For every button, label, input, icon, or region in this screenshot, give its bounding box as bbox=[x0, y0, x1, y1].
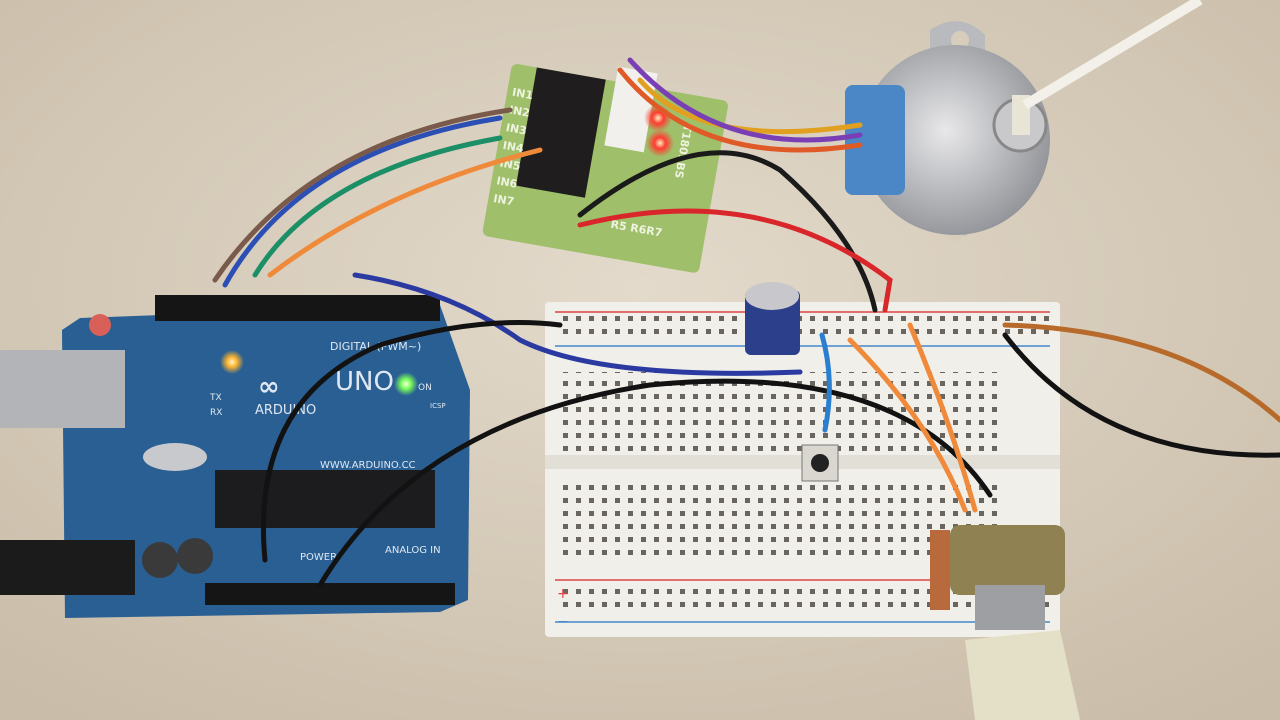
power-jack bbox=[0, 540, 135, 595]
model-label: UNO bbox=[335, 367, 394, 397]
driver-chip bbox=[516, 67, 606, 198]
arduino-uno-board: DIGITAL (PWM~) ∞ ARDUINO UNO ON TX RX IC… bbox=[0, 295, 470, 618]
usb-port bbox=[0, 350, 125, 428]
stepper-motor bbox=[845, 0, 1203, 241]
icsp-label: ICSP bbox=[430, 402, 446, 410]
rail-plus-label: + bbox=[557, 586, 569, 602]
capacitor bbox=[745, 282, 800, 355]
digital-header bbox=[155, 295, 440, 321]
label-in6: IN6 bbox=[495, 174, 518, 191]
led-green-power bbox=[394, 372, 418, 396]
arduino-logo: ∞ bbox=[258, 372, 280, 402]
website-label: WWW.ARDUINO.CC bbox=[320, 460, 416, 471]
led-yellow bbox=[220, 350, 244, 374]
analog-label: ANALOG IN bbox=[385, 545, 441, 556]
on-label: ON bbox=[418, 383, 432, 393]
label-in4: IN4 bbox=[502, 139, 525, 156]
potentiometer[interactable] bbox=[930, 525, 1080, 720]
power-analog-header bbox=[205, 583, 455, 605]
label-in1: IN1 bbox=[511, 86, 534, 102]
rx-label: RX bbox=[210, 408, 222, 418]
power-label: POWER bbox=[300, 552, 337, 563]
label-in7: IN7 bbox=[492, 192, 515, 208]
reset-button[interactable] bbox=[89, 314, 111, 336]
rail-minus-label: − bbox=[557, 614, 569, 630]
brand-label: ARDUINO bbox=[255, 403, 316, 418]
atmega-chip bbox=[215, 470, 435, 528]
label-in3: IN3 bbox=[505, 121, 528, 137]
crystal bbox=[143, 443, 207, 471]
label-in2: IN2 bbox=[508, 103, 531, 119]
tx-label: TX bbox=[209, 393, 222, 403]
push-button[interactable] bbox=[801, 444, 839, 482]
led-red-d bbox=[646, 129, 674, 157]
jumper-wires bbox=[212, 57, 1280, 588]
